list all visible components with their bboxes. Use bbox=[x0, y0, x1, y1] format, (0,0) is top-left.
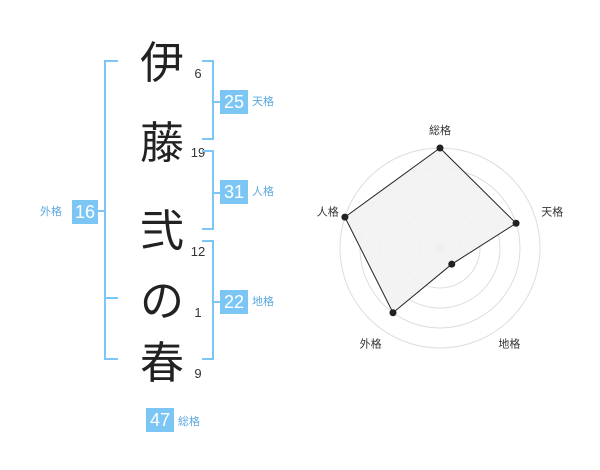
tenkaku-value-badge: 25 bbox=[220, 90, 248, 114]
radar-axis-label-3: 地格 bbox=[498, 336, 520, 350]
name-char-5: 春 bbox=[140, 338, 184, 389]
radar-point-4 bbox=[389, 309, 397, 317]
radar-polygon-group bbox=[344, 147, 517, 314]
jinkaku-value-badge: 31 bbox=[220, 180, 248, 204]
radar-point-3 bbox=[448, 260, 456, 268]
stroke-count-4: 1 bbox=[194, 305, 202, 320]
soukaku-value-badge: 47 bbox=[146, 408, 174, 432]
stroke-count-3: 12 bbox=[190, 244, 206, 259]
radar-point-5 bbox=[341, 213, 349, 221]
radar-point-2 bbox=[512, 219, 520, 227]
gaikaku-label: 外格 bbox=[40, 205, 62, 218]
jinkaku-label: 人格 bbox=[252, 185, 274, 198]
radar-polygon bbox=[344, 147, 517, 314]
name-char-1: 伊 bbox=[140, 38, 184, 89]
stroke-count-2: 19 bbox=[190, 145, 206, 160]
stroke-count-5: 9 bbox=[194, 366, 202, 381]
chikaku-label: 地格 bbox=[252, 295, 274, 308]
radar-points bbox=[341, 144, 520, 317]
chikaku-value-badge: 22 bbox=[220, 290, 248, 314]
name-char-2: 藤 bbox=[140, 118, 184, 169]
soukaku-label: 総格 bbox=[178, 415, 200, 428]
radar-axis-label-5: 人格 bbox=[317, 205, 339, 219]
radar-axis-label-1: 総格 bbox=[429, 123, 451, 137]
radar-point-1 bbox=[436, 144, 444, 152]
radar-axis-label-2: 天格 bbox=[541, 205, 563, 219]
radar-axis-label-4: 外格 bbox=[360, 336, 382, 350]
name-char-4: の bbox=[140, 276, 184, 327]
stroke-count-1: 6 bbox=[194, 66, 202, 81]
tenkaku-label: 天格 bbox=[252, 95, 274, 108]
name-char-3: 弐 bbox=[140, 206, 184, 257]
gaikaku-value-badge: 16 bbox=[72, 200, 98, 224]
